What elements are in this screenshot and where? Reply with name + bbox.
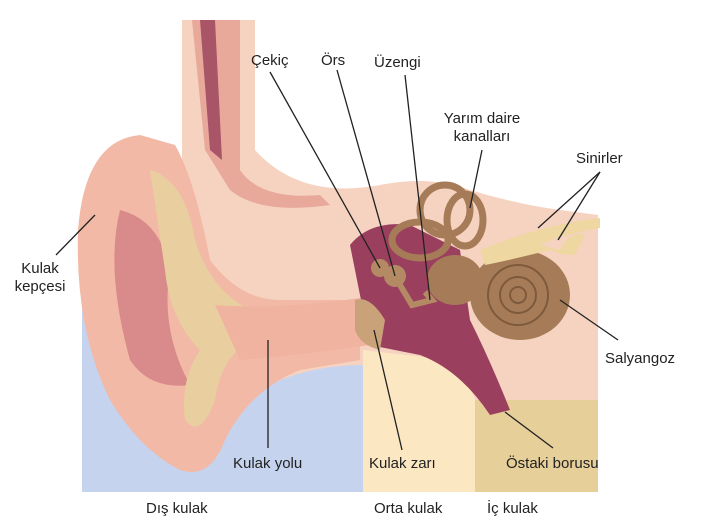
label-pinna-line1: Kulak [21,260,59,277]
label-anvil: Örs [321,52,346,69]
section-middle-ear: Orta kulak [374,500,443,517]
label-hammer: Çekiç [251,52,289,69]
label-nerves: Sinirler [576,150,623,167]
nerves-shape [480,218,600,265]
label-cochlea: Salyangoz [605,350,676,367]
label-pinna-line2: kepçesi [14,278,66,295]
label-pinna: Kulak kepçesi [8,260,72,296]
section-inner-ear: İç kulak [487,500,538,517]
label-stirrup: Üzengi [374,54,421,71]
label-semicircular-canals: Yarım daire kanalları [432,110,532,146]
label-eardrum: Kulak zarı [369,455,436,472]
pinna-fold [114,210,190,386]
cochlea-shape [470,250,570,340]
label-semicircular-line2: kanalları [453,128,511,145]
leader-lines [55,69,619,451]
skin-inner [200,20,222,160]
inner-ear-region [475,400,598,492]
label-semicircular-line1: Yarım daire [443,110,521,127]
cartilage [150,170,250,427]
label-ear-canal: Kulak yolu [233,455,303,472]
eardrum-shape [355,299,385,350]
section-outer-ear: Dış kulak [146,500,208,517]
ear-canal [215,298,370,360]
vestibule [427,255,483,305]
label-eustachian-tube: Östaki borusu [506,455,599,472]
skin-layer [192,20,330,208]
stirrup-bone [397,283,438,309]
